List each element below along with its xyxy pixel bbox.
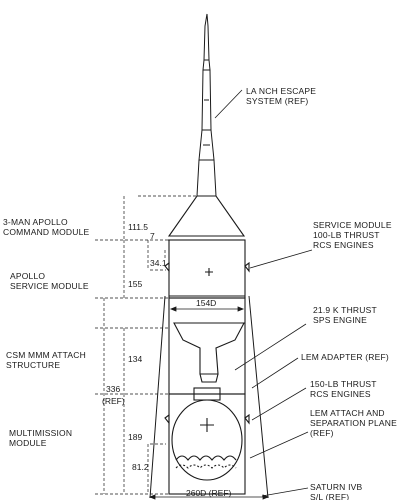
dim-service-module-diameter: 154D: [196, 298, 217, 308]
attach-structure-label: CSM MMM ATTACH STRUCTURE: [6, 350, 86, 370]
command-module: [167, 195, 246, 241]
rcs-100lb-label-line3: RCS ENGINES: [313, 240, 374, 250]
multimission-module-label: MULTIMISSION MODULE: [9, 428, 72, 448]
sps-engine-label-line2: SPS ENGINE: [313, 315, 367, 325]
command-module-label-line2: COMMAND MODULE: [3, 227, 90, 237]
launch-escape-label-line2: SYSTEM (REF): [246, 96, 309, 106]
attach-structure-label-line2: STRUCTURE: [6, 360, 61, 370]
dim-base-diameter: 260D (REF): [186, 488, 232, 498]
dim-multimission-height: 189: [128, 432, 143, 442]
dim-34-1: 34.1: [150, 258, 167, 268]
dim-service-module-height: 155: [128, 279, 143, 289]
service-module-label: APOLLO SERVICE MODULE: [10, 271, 89, 291]
attach-structure: [168, 297, 246, 395]
service-module-label-line2: SERVICE MODULE: [10, 281, 89, 291]
dim-336: 336: [106, 384, 121, 394]
saturn-ivb-label-line1: SATURN IVB: [310, 482, 363, 492]
dim-7: 7: [150, 231, 155, 241]
rcs-150lb-label: 150-LB THRUST RCS ENGINES: [310, 379, 377, 399]
lem-attach-label-line3: (REF): [310, 428, 334, 438]
service-module: [164, 239, 250, 299]
lem-attach-label-line2: SEPARATION PLANE: [310, 418, 397, 428]
dim-336-ref: (REF): [102, 396, 125, 406]
attach-structure-label-line1: CSM MMM ATTACH: [6, 350, 86, 360]
launch-escape-tower: [196, 13, 217, 197]
rcs-100lb-label-line2: 100-LB THRUST: [313, 230, 380, 240]
lem-adapter: [149, 295, 269, 499]
dim-81-2: 81.2: [132, 462, 149, 472]
lem-attach-label-line1: LEM ATTACH AND: [310, 408, 385, 418]
sps-engine-label-line1: 21.9 K THRUST: [313, 305, 377, 315]
rcs-100lb-label-line1: SERVICE MODULE: [313, 220, 392, 230]
launch-escape-label-line1: LA NCH ESCAPE: [246, 86, 317, 96]
saturn-ivb-label: SATURN IVB S/L (REF): [310, 482, 362, 500]
saturn-ivb-label-line2: S/L (REF): [310, 492, 350, 500]
lem-adapter-label: LEM ADAPTER (REF): [301, 352, 389, 362]
dim-attach-structure-height: 134: [128, 354, 143, 364]
rcs-100lb-label: SERVICE MODULE 100-LB THRUST RCS ENGINES: [313, 220, 392, 250]
launch-escape-label: LA NCH ESCAPE SYSTEM (REF): [246, 86, 316, 106]
service-module-label-line1: APOLLO: [10, 271, 46, 281]
command-module-label-line1: 3-MAN APOLLO: [3, 217, 68, 227]
rcs-150lb-label-line2: RCS ENGINES: [310, 389, 371, 399]
multimission-module-label-line1: MULTIMISSION: [9, 428, 73, 438]
leader-lines: [214, 89, 313, 497]
command-module-label: 3-MAN APOLLO COMMAND MODULE: [3, 217, 89, 237]
sps-engine-label: 21.9 K THRUST SPS ENGINE: [313, 305, 377, 325]
rcs-150lb-label-line1: 150-LB THRUST: [310, 379, 377, 389]
dim-command-module-height: 111.5: [128, 222, 149, 232]
width-dimensions: [148, 306, 270, 500]
multimission-module: [164, 387, 250, 495]
lem-attach-label: LEM ATTACH AND SEPARATION PLANE (REF): [310, 408, 397, 438]
dimension-lines: [95, 195, 197, 495]
multimission-module-label-line2: MODULE: [9, 438, 47, 448]
lem-adapter-label-text: LEM ADAPTER (REF): [301, 352, 389, 362]
